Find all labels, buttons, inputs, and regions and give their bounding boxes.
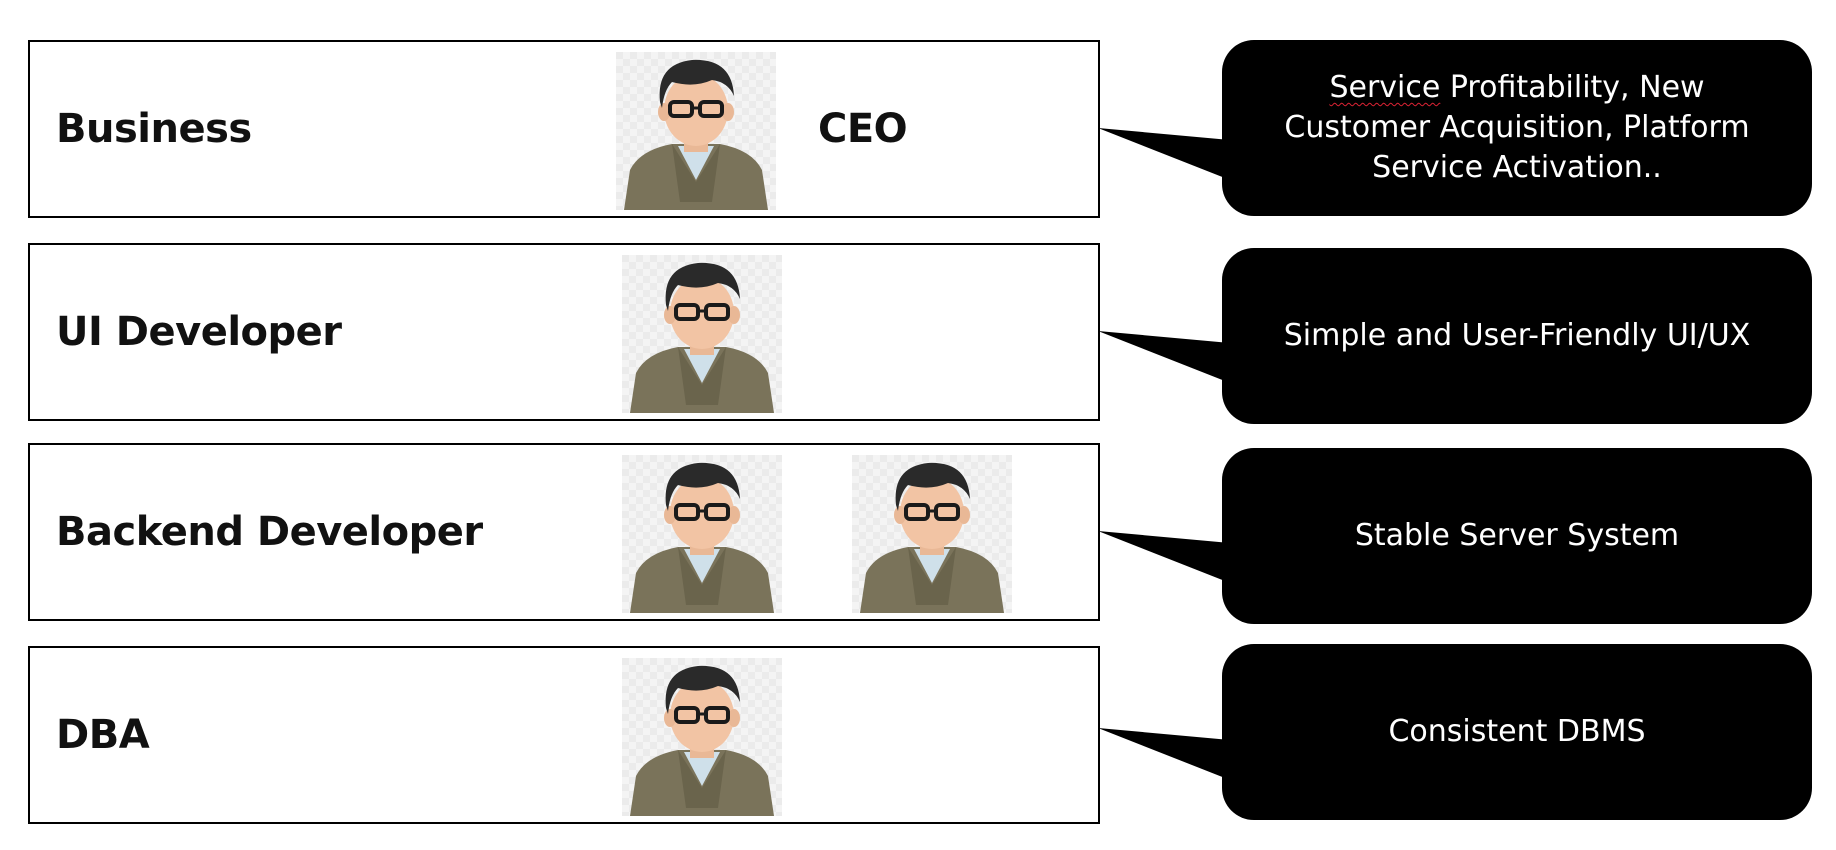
- role-title-ceo: CEO: [818, 106, 908, 152]
- speech-bubble-tail: [1098, 700, 1230, 780]
- bubble-text: Service Profitability, New Customer Acqu…: [1252, 68, 1782, 188]
- role-label: Business: [56, 106, 252, 152]
- speech-bubble-backend-developer: Stable Server System: [1222, 448, 1812, 624]
- role-label: DBA: [56, 712, 150, 758]
- role-label: Backend Developer: [56, 509, 483, 555]
- person-avatar-icon: [622, 658, 782, 816]
- speech-bubble-tail: [1098, 503, 1230, 583]
- bubble-text: Consistent DBMS: [1388, 714, 1646, 749]
- person-avatar-icon: [852, 455, 1012, 613]
- bubble-text-rest: Profitability, New Customer Acquisition,…: [1284, 70, 1750, 185]
- spellcheck-word: Service: [1329, 70, 1441, 105]
- speech-bubble-ui-developer: Simple and User-Friendly UI/UX: [1222, 248, 1812, 424]
- person-avatar-icon: [616, 52, 776, 210]
- role-box-business: Business CEO: [28, 40, 1100, 218]
- speech-bubble-business: Service Profitability, New Customer Acqu…: [1222, 40, 1812, 216]
- role-box-ui-developer: UI Developer: [28, 243, 1100, 421]
- role-box-dba: DBA: [28, 646, 1100, 824]
- speech-bubble-tail: [1098, 303, 1230, 383]
- speech-bubble-dba: Consistent DBMS: [1222, 644, 1812, 820]
- role-label: UI Developer: [56, 309, 342, 355]
- person-avatar-icon: [622, 455, 782, 613]
- speech-bubble-tail: [1098, 100, 1230, 180]
- bubble-text: Simple and User-Friendly UI/UX: [1283, 318, 1751, 353]
- bubble-text: Stable Server System: [1354, 518, 1680, 553]
- role-box-backend-developer: Backend Developer: [28, 443, 1100, 621]
- person-avatar-icon: [622, 255, 782, 413]
